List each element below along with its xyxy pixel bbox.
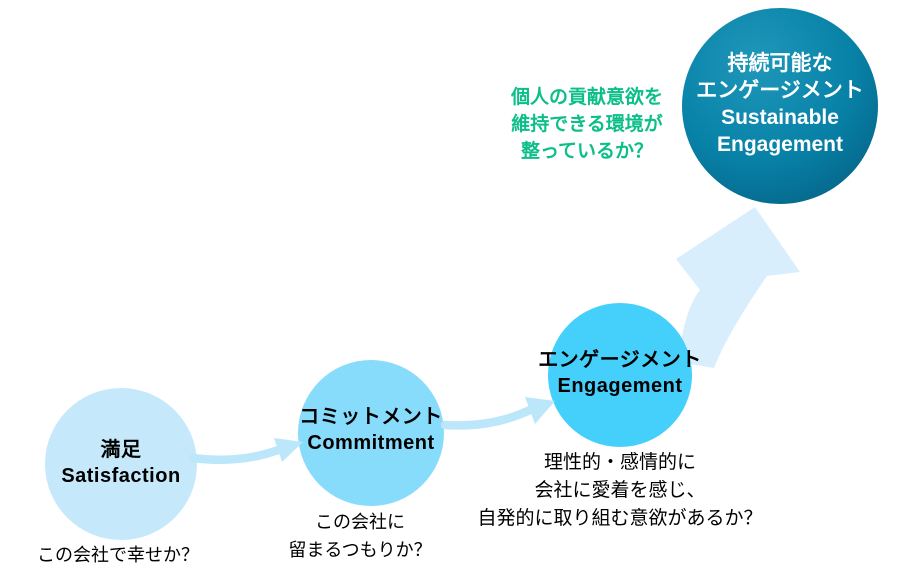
commitment-caption: この会社に 留まるつもりか？: [260, 508, 460, 564]
arrow-engagement-to-sustainable: [676, 207, 800, 368]
engagement-caption-line: 理性的・感情的に: [543, 452, 696, 473]
engagement-caption-line: 会社に愛着を感じ、: [534, 480, 706, 501]
engagement-caption-line: 自発的に取り組む意欲があるか？: [477, 508, 763, 529]
sustainable-annotation-line: 維持できる環境が: [511, 114, 663, 135]
sustainable-annotation-line: 整っているか？: [520, 141, 654, 162]
satisfaction-label: 満足 Satisfaction: [21, 437, 221, 489]
engagement-caption: 理性的・感情的に 会社に愛着を感じ、 自発的に取り組む意欲があるか？: [470, 449, 770, 533]
commitment-caption-line: この会社に: [315, 512, 405, 532]
engagement-label: エンゲージメント Engagement: [520, 347, 720, 399]
sustainable-engagement-label-line: エンゲージメント: [696, 79, 864, 102]
satisfaction-caption-line: この会社で幸せか？: [37, 545, 199, 565]
sustainable-annotation-line: 個人の貢献意欲を: [510, 87, 663, 108]
sustainable-engagement-label-line: 持続可能な: [727, 52, 833, 75]
satisfaction-caption: この会社で幸せか？: [18, 541, 218, 569]
sustainable-engagement-label-line: Engagement: [716, 133, 844, 156]
satisfaction-circle: [45, 388, 197, 540]
commitment-circle: [298, 360, 444, 506]
arrow-commitment-to-engagement-head: [525, 397, 555, 424]
commitment-caption-line: 留まるつもりか？: [288, 540, 432, 560]
commitment-label: コミットメント Commitment: [271, 404, 471, 456]
commitment-label-ja: コミットメント: [299, 406, 443, 428]
engagement-label-ja: エンゲージメント: [538, 349, 702, 371]
engagement-label-en: Engagement: [557, 375, 683, 397]
engagement-circle: [548, 303, 692, 447]
satisfaction-label-ja: 満足: [100, 439, 142, 461]
sustainable-annotation: 個人の貢献意欲を 維持できる環境が 整っているか？: [467, 84, 707, 165]
sustainable-engagement-label-line: Sustainable: [721, 106, 839, 129]
sustainable-engagement-label: 持続可能な エンゲージメント Sustainable Engagement: [660, 50, 900, 158]
sustainable-engagement-circle: [682, 8, 878, 204]
arrow-satisfaction-to-commitment-head: [274, 438, 303, 462]
commitment-label-en: Commitment: [307, 432, 435, 454]
arrow-commitment-to-engagement-shaft: [440, 405, 535, 430]
satisfaction-label-en: Satisfaction: [61, 465, 181, 487]
arrow-satisfaction-to-commitment-shaft: [188, 445, 283, 465]
